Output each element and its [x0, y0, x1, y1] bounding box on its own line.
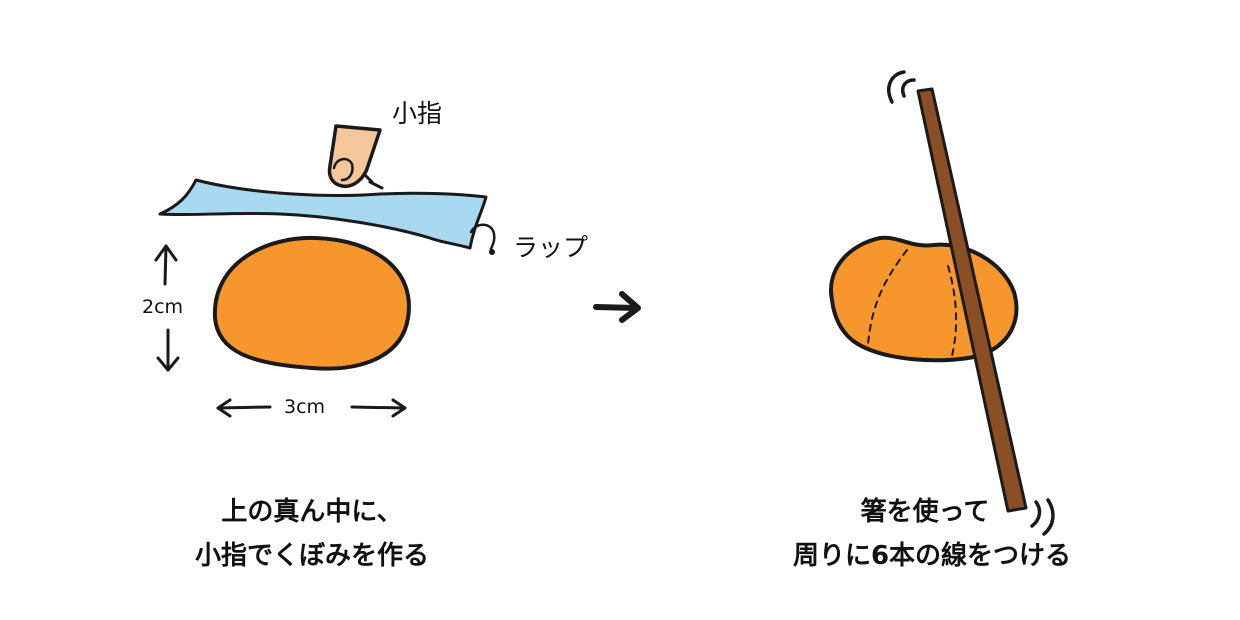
right-arrow-icon: [593, 291, 641, 323]
little-finger: [327, 124, 382, 189]
scored-lines: [867, 249, 958, 357]
plastic-wrap: [158, 178, 488, 250]
finger-label: 小指: [392, 99, 443, 128]
wrap-pointer-dot: [489, 249, 495, 255]
height-label: 2cm: [142, 296, 184, 318]
right-caption-line1: 箸を使って: [860, 497, 990, 527]
right-caption-line2: 周りに6本の線をつける: [792, 541, 1072, 571]
left-caption-line1: 上の真ん中に、: [221, 497, 403, 527]
height-dimension-arrow: [154, 244, 180, 372]
chopstick: [916, 87, 1028, 513]
width-label: 3cm: [284, 396, 326, 418]
wrap-pointer: [469, 223, 496, 254]
motion-lines-bottom-icon: [1030, 498, 1055, 536]
width-dimension-arrow: [216, 398, 407, 418]
motion-lines-icon: [362, 172, 384, 190]
wrap-label: ラップ: [513, 233, 589, 262]
motion-lines-top-icon: [887, 70, 916, 104]
left-caption-line2: 小指でくぼみを作る: [194, 541, 430, 571]
dough-ball-left: [212, 235, 411, 371]
